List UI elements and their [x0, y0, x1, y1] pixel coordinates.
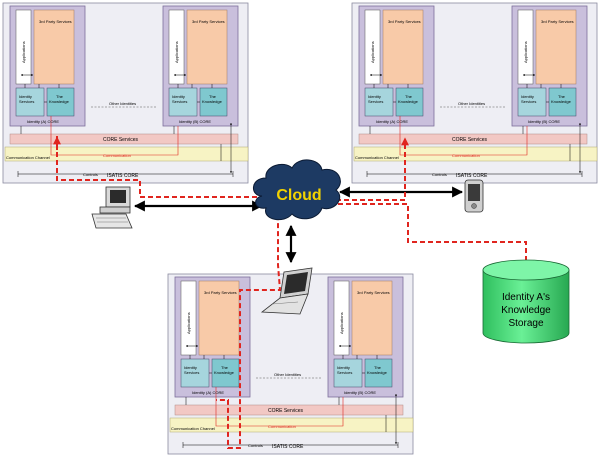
isatis-core-label: ISATIS CORE: [456, 173, 488, 179]
knowledge-label-2: Knowledge: [398, 99, 419, 104]
knowledge-b-label-1: The: [209, 94, 217, 99]
identity-services-b-label-1: Identity: [521, 94, 534, 99]
third-party-label: 3rd Party Services: [39, 19, 72, 24]
knowledge-b-label-2: Knowledge: [367, 370, 388, 375]
storage-label-line2: Knowledge: [501, 305, 551, 316]
knowledge-label-1: The: [221, 365, 229, 370]
knowledge-b-label-2: Knowledge: [202, 99, 223, 104]
communication-label: Communication: [103, 153, 131, 158]
third-party-label: 3rd Party Services: [204, 290, 237, 295]
knowledge-b-label-2: Knowledge: [551, 99, 572, 104]
applications-b-label: Applications: [174, 41, 179, 63]
identity-services-b-label-2: Services: [172, 99, 187, 104]
third-party-b-label: 3rd Party Services: [357, 290, 390, 295]
database-cylinder-icon: Identity A's Knowledge Storage: [482, 259, 570, 344]
third-party-b-label: 3rd Party Services: [541, 19, 574, 24]
knowledge-flow-to-storage: [330, 203, 530, 270]
applications-label: Applications: [21, 41, 26, 63]
knowledge-b-label-1: The: [374, 365, 382, 370]
identity-services-label-2: Services: [368, 99, 383, 104]
core-services-label: CORE Services: [103, 137, 139, 143]
isatis-core-label: ISATIS CORE: [272, 444, 304, 450]
network-panel-bottom: Applications 3rd Party Services Identity…: [168, 274, 413, 454]
network-panel-top-left: Applications 3rd Party Services Identity…: [3, 3, 248, 183]
knowledge-b-label-1: The: [558, 94, 566, 99]
core-services-label: CORE Services: [268, 408, 304, 414]
other-identities-label: Other Identities: [458, 101, 485, 106]
other-identities-label: Other Identities: [109, 101, 136, 106]
isatis-core-label: ISATIS CORE: [107, 173, 139, 179]
desktop-computer-icon: [91, 186, 133, 229]
third-party-b-label: 3rd Party Services: [192, 19, 225, 24]
network-panel-top-right: Applications 3rd Party Services Identity…: [352, 3, 597, 183]
controls-label: Controls: [248, 443, 263, 448]
knowledge-label-2: Knowledge: [49, 99, 70, 104]
applications-b-label: Applications: [339, 312, 344, 334]
controls-label: Controls: [83, 172, 98, 177]
communication-channel-label: Communication Channel: [171, 426, 215, 431]
identity-services-b-label-1: Identity: [337, 365, 350, 370]
identity-services-label-1: Identity: [184, 365, 197, 370]
other-identities-label: Other Identities: [274, 372, 301, 377]
knowledge-flow-to-pda: [320, 137, 409, 201]
identity-b-core-label: Identity (B) CORE: [344, 390, 376, 395]
identity-services-b-label-2: Services: [521, 99, 536, 104]
identity-a-core-label: Identity (A) CORE: [27, 119, 59, 124]
identity-services-label-1: Identity: [19, 94, 32, 99]
knowledge-label-2: Knowledge: [214, 370, 235, 375]
knowledge-flow-path: [56, 136, 282, 449]
storage-label-line3: Storage: [508, 318, 543, 329]
controls-label: Controls: [432, 172, 447, 177]
applications-label: Applications: [370, 41, 375, 63]
applications-label: Applications: [186, 312, 191, 334]
pda-device-icon: [464, 179, 484, 213]
knowledge-label-1: The: [405, 94, 413, 99]
cloud-label: Cloud: [276, 187, 321, 204]
identity-b-core-label: Identity (B) CORE: [528, 119, 560, 124]
third-party-label: 3rd Party Services: [388, 19, 421, 24]
core-services-label: CORE Services: [452, 137, 488, 143]
identity-services-label-1: Identity: [368, 94, 381, 99]
identity-a-core-label: Identity (A) CORE: [376, 119, 408, 124]
storage-label-line1: Identity A's: [502, 292, 550, 303]
applications-b-label: Applications: [523, 41, 528, 63]
communication-label: Communication: [268, 424, 296, 429]
identity-services-label-2: Services: [184, 370, 199, 375]
identity-services-label-2: Services: [19, 99, 34, 104]
identity-services-b-label-2: Services: [337, 370, 352, 375]
identity-a-core-label: Identity (A) CORE: [192, 390, 224, 395]
communication-label: Communication: [452, 153, 480, 158]
communication-channel-label: Communication Channel: [6, 155, 50, 160]
knowledge-label-1: The: [56, 94, 64, 99]
communication-channel-label: Communication Channel: [355, 155, 399, 160]
identity-services-b-label-1: Identity: [172, 94, 185, 99]
identity-b-core-label: Identity (B) CORE: [179, 119, 211, 124]
cloud-icon: Cloud: [253, 159, 341, 221]
laptop-icon: [260, 267, 313, 315]
